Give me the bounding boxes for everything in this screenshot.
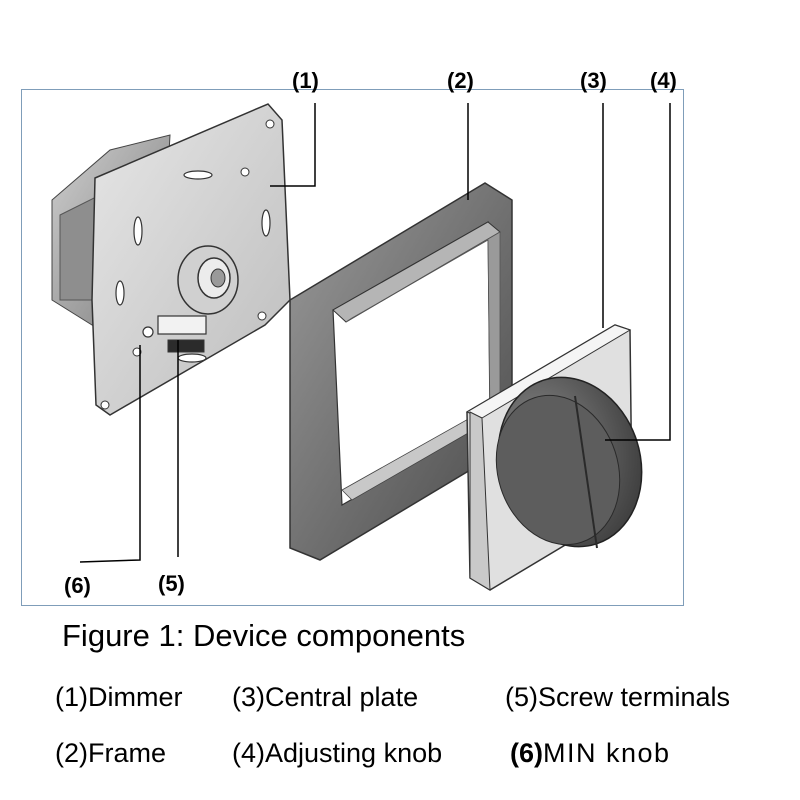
callout-6: (6) bbox=[64, 573, 91, 598]
legend-item-adjusting-knob: (4)Adjusting knob bbox=[232, 738, 443, 768]
legend-item-min-knob-number: (6) bbox=[510, 738, 543, 768]
legend-item-min-knob-label: MIN knob bbox=[543, 738, 671, 768]
callout-4: (4) bbox=[650, 68, 677, 93]
callout-2: (2) bbox=[447, 68, 474, 93]
leader-lines bbox=[79, 103, 671, 563]
figure-caption: Figure 1: Device components bbox=[62, 618, 466, 653]
legend-item-dimmer: (1)Dimmer bbox=[55, 682, 183, 712]
dimmer-illustration bbox=[51, 103, 291, 416]
legend-item-central-plate: (3)Central plate bbox=[232, 682, 419, 712]
leader-line-4 bbox=[605, 103, 671, 441]
legend-item-frame: (2)Frame bbox=[55, 738, 167, 768]
legend-item-screw-terminals: (5)Screw terminals bbox=[505, 682, 731, 712]
figure-border bbox=[21, 89, 684, 606]
legend-item-min-knob: (6)MIN knob bbox=[510, 737, 671, 769]
leader-line-1 bbox=[270, 103, 316, 187]
callout-1: (1) bbox=[292, 68, 319, 93]
callout-3: (3) bbox=[580, 68, 607, 93]
leader-line-6 bbox=[79, 345, 141, 563]
callout-5: (5) bbox=[158, 571, 185, 596]
frame-illustration bbox=[289, 182, 513, 561]
